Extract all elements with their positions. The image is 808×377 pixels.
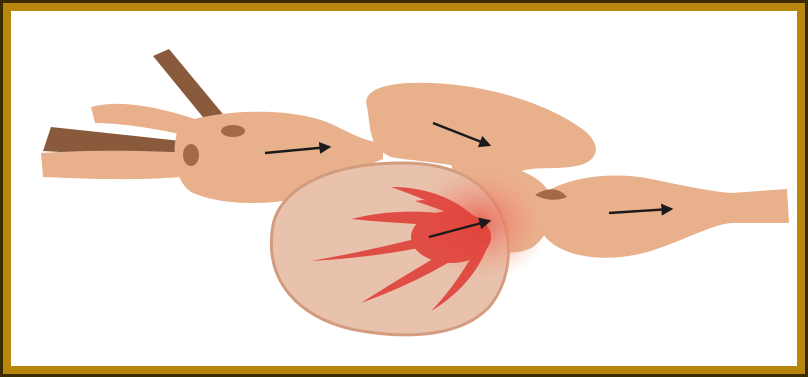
atrium bbox=[366, 83, 596, 173]
heart-diagram bbox=[11, 11, 797, 366]
vessel-lower bbox=[41, 151, 193, 179]
sinus-spot-1 bbox=[221, 125, 245, 137]
sinus-spot-2 bbox=[183, 144, 199, 166]
bulbus-arteriosus bbox=[535, 176, 789, 258]
